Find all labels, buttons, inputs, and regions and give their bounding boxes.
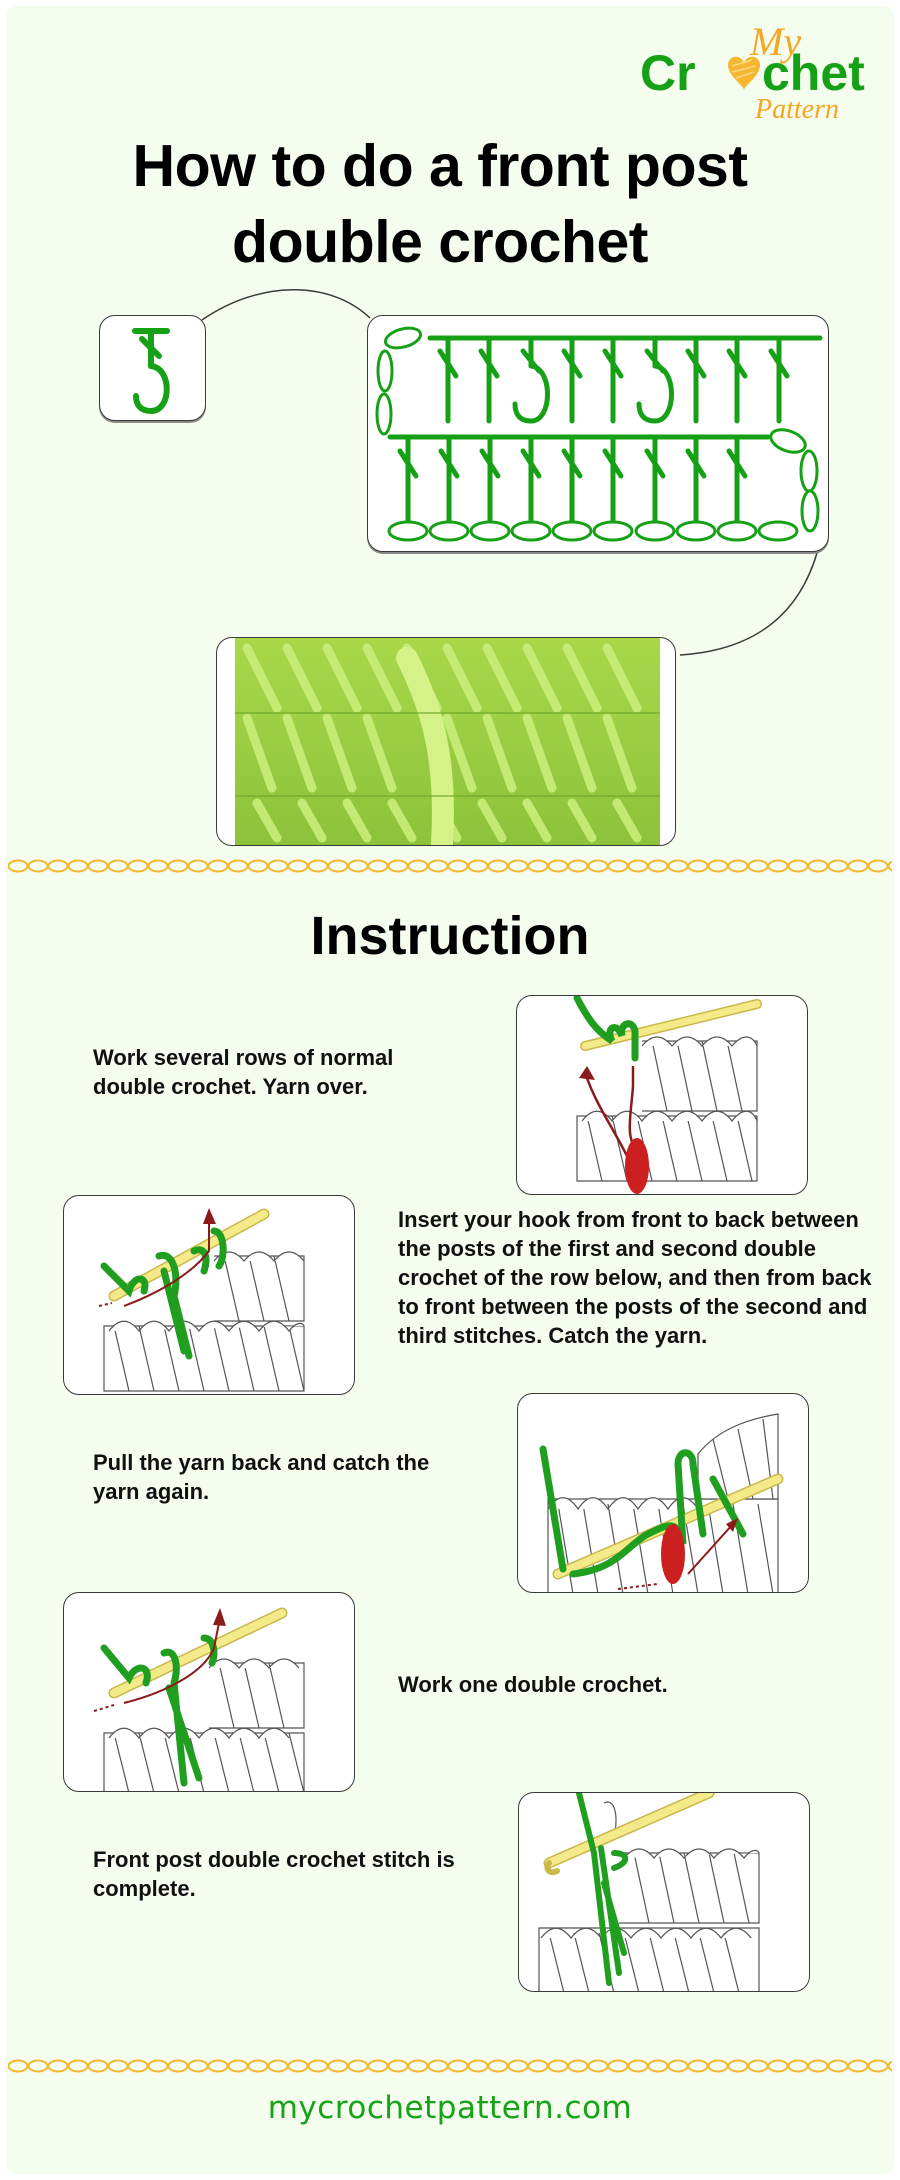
- chain-divider-top: [8, 857, 892, 875]
- step-2-illustration: [63, 1195, 355, 1395]
- step-5-text: Front post double crochet stitch is comp…: [93, 1847, 455, 1901]
- brand-logo[interactable]: My Cr chet Pattern: [640, 10, 890, 125]
- step-1-text: Work several rows of normal double croch…: [93, 1045, 394, 1099]
- front-post-double-crochet-symbol-icon: [132, 328, 170, 415]
- step-5-illustration: [518, 1792, 810, 1992]
- logo-pattern-text: Pattern: [754, 94, 839, 125]
- step-1-illustration: [516, 995, 808, 1195]
- swatch-photo-card: [216, 637, 676, 846]
- heart-yarn-icon: [728, 56, 760, 90]
- instruction-heading: Instruction: [310, 906, 590, 966]
- title-line-1: How to do a front post: [132, 133, 748, 199]
- stitch-chart-diagram: [375, 326, 823, 542]
- step-2-text: Insert your hook from front to back betw…: [398, 1207, 872, 1348]
- connector-lines: [201, 289, 818, 656]
- logo-crochet-right: chet: [762, 45, 865, 101]
- step-3-text: Pull the yarn back and catch the yarn ag…: [93, 1450, 430, 1504]
- title-line-2: double crochet: [232, 209, 648, 275]
- stitch-chart-card: [367, 315, 829, 552]
- step-3-illustration: [517, 1393, 809, 1593]
- logo-crochet-left: Cr: [640, 45, 696, 101]
- step-4-illustration: [63, 1592, 355, 1792]
- footer-website-link[interactable]: mycrochetpattern.com: [267, 2090, 633, 2126]
- chain-divider-bottom: [8, 2057, 892, 2075]
- page-title: How to do a front post double crochet: [60, 128, 820, 280]
- symbol-card: [99, 315, 206, 421]
- step-4-text: Work one double crochet.: [398, 1672, 668, 1697]
- swatch-photo: [235, 638, 660, 845]
- logo-my-text: My: [749, 19, 801, 64]
